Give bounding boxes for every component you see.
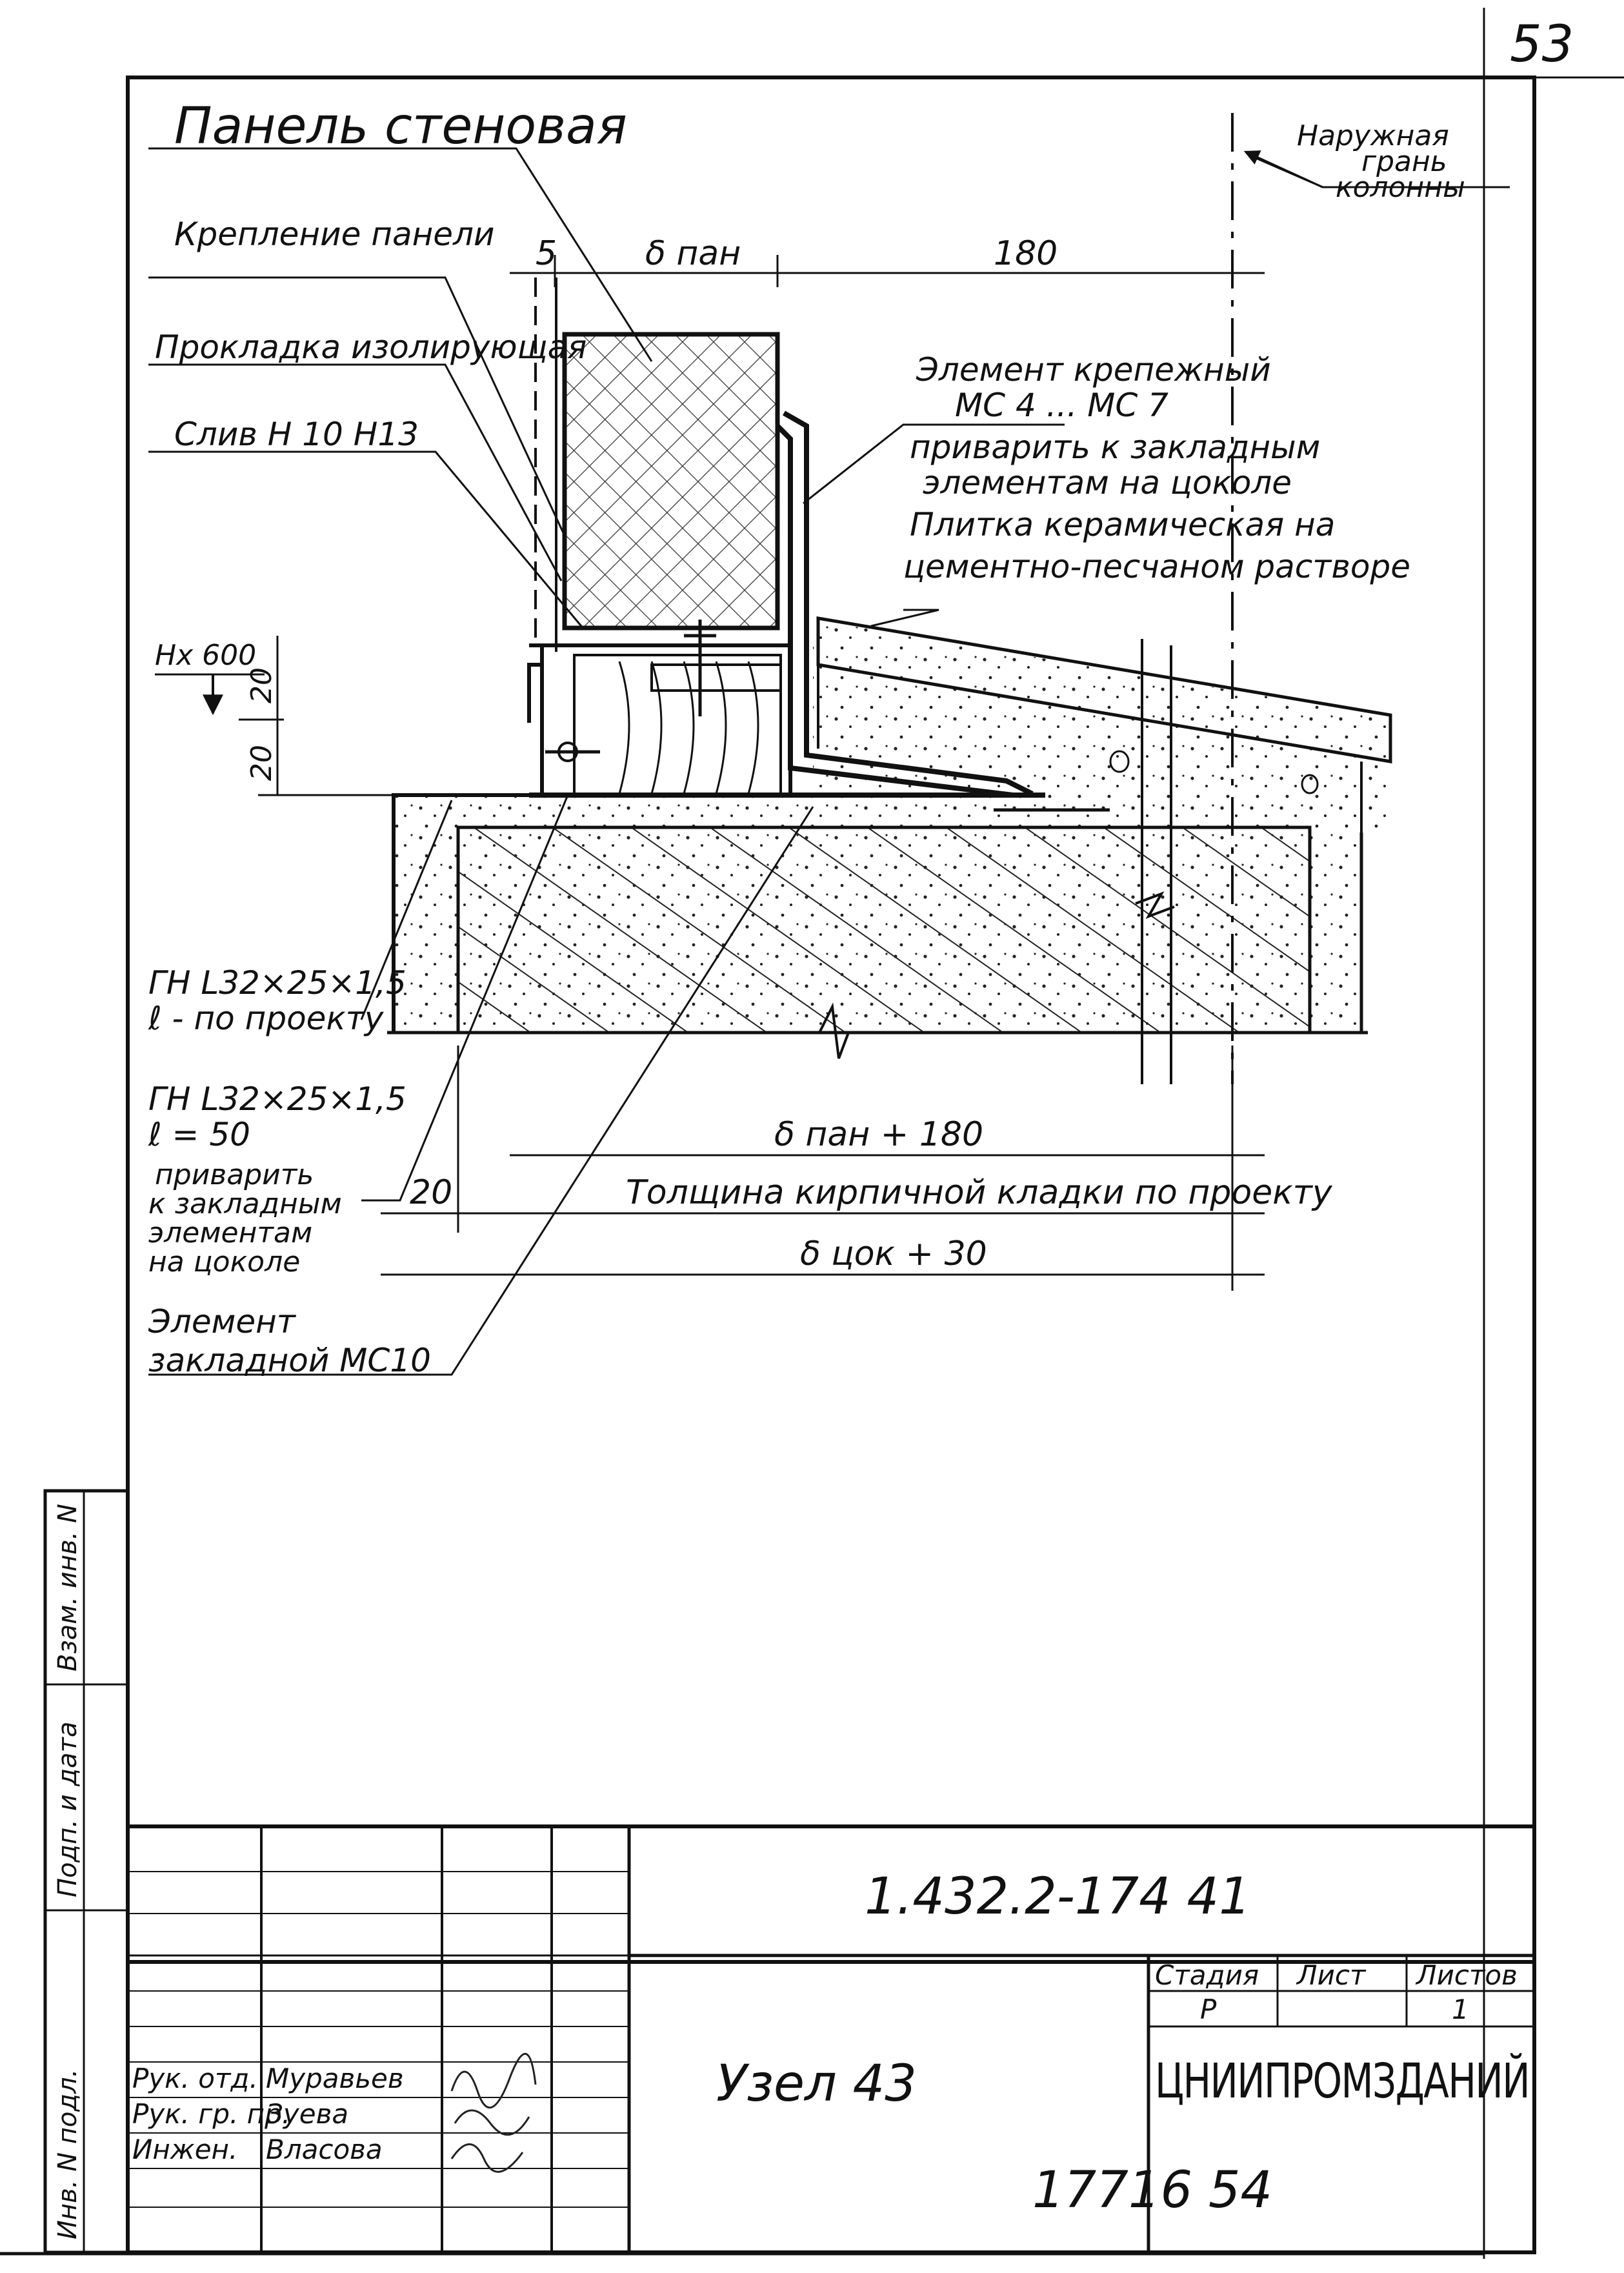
insulation-unit: [527, 620, 792, 795]
label-insulating-gasket: Прокладка изолирующая: [155, 328, 586, 366]
side-stamp: Инв. N подл. Подп. и дата Взам. инв. N: [43, 1489, 130, 2254]
label-weld-1: приварить к закладным: [910, 429, 1320, 466]
label-fastener-element-2: МС 4 ... МС 7: [955, 387, 1168, 424]
label-wall-panel: Панель стеновая: [174, 97, 627, 156]
label-weld2-3: элементам: [148, 1217, 312, 1249]
label-embedded-1: Элемент: [148, 1303, 297, 1340]
dimension-lines: [239, 255, 1265, 1291]
stage-value: Р: [1200, 1994, 1217, 2025]
dim-pan: δ пан: [645, 234, 741, 273]
signatures: [450, 2053, 537, 2173]
dim-20c: 20: [410, 1173, 452, 1212]
org-name: ЦНИИПРОМЗДАНИЙ: [1155, 2052, 1529, 2109]
dim-180: 180: [994, 234, 1058, 273]
footer-number: 17716 54: [1032, 2161, 1272, 2219]
column-arrow: [1243, 150, 1323, 188]
label-angle-1b: ℓ - по проекту: [148, 1000, 385, 1037]
label-column-face-3: колонны: [1336, 171, 1465, 204]
label-angle-2b: ℓ = 50: [148, 1116, 250, 1153]
label-angle-2a: ГН L32×25×1,5: [148, 1080, 406, 1118]
side-stamp-inv-podl: Инв. N подл.: [53, 2069, 83, 2239]
dim-pan-180: δ пан + 180: [774, 1115, 983, 1154]
person-1: Муравьев: [266, 2063, 404, 2094]
side-stamp-vzam: Взам. инв. N: [53, 1504, 83, 1672]
dim-5: 5: [536, 234, 557, 273]
page-number: 53: [1510, 15, 1574, 74]
person-3: Власова: [266, 2134, 383, 2165]
dim-20b: 20: [245, 745, 278, 781]
label-drip: Слив Н 10 Н13: [174, 416, 419, 453]
title-block: [126, 1824, 1536, 2254]
wall-panel: [534, 278, 780, 652]
leader-lines: [148, 147, 1510, 1376]
drawing-code: 1.432.2-174 41: [865, 1868, 1251, 1926]
sheet-value: 1: [1452, 1994, 1469, 2025]
label-tile-1: Плитка керамическая на: [910, 506, 1335, 543]
label-panel-fastening: Крепление панели: [174, 216, 494, 253]
dim-tsok: δ цок + 30: [800, 1235, 987, 1273]
label-fastener-element-1: Элемент крепежный: [916, 351, 1271, 389]
label-weld-2: элементам на цоколе: [923, 464, 1292, 501]
role-2: Рук. гр. пр.: [132, 2098, 290, 2130]
stage-label: Стадия: [1155, 1959, 1259, 1991]
label-weld2-2: к закладным: [148, 1187, 342, 1220]
sheets-label: Листов: [1415, 1959, 1518, 1991]
label-column-face-2: грань: [1361, 145, 1447, 178]
role-1: Рук. отд.: [132, 2063, 258, 2094]
role-3: Инжен.: [132, 2134, 237, 2165]
label-column-face-1: Наружная: [1297, 119, 1449, 152]
side-stamp-podp-data: Подп. и дата: [53, 1722, 83, 1897]
label-weld2-1: приварить: [155, 1158, 314, 1191]
label-weld2-4: на цоколе: [148, 1246, 300, 1278]
label-tile-2: цементно-песчаном растворе: [903, 548, 1410, 585]
label-embedded-2: закладной МС10: [148, 1342, 431, 1379]
label-angle-1a: ГН L32×25×1,5: [148, 964, 406, 1002]
dim-20a: 20: [245, 667, 278, 703]
label-level: Нх 600: [155, 639, 256, 672]
drawing-name: Узел 43: [716, 2055, 917, 2113]
tile-on-mortar: [813, 616, 1392, 1084]
plinth-section: [387, 793, 1368, 1059]
person-2: Зуева: [266, 2098, 348, 2130]
sheet-label: Лист: [1296, 1959, 1367, 1991]
dim-brick: Толщина кирпичной кладки по проекту: [626, 1173, 1333, 1212]
